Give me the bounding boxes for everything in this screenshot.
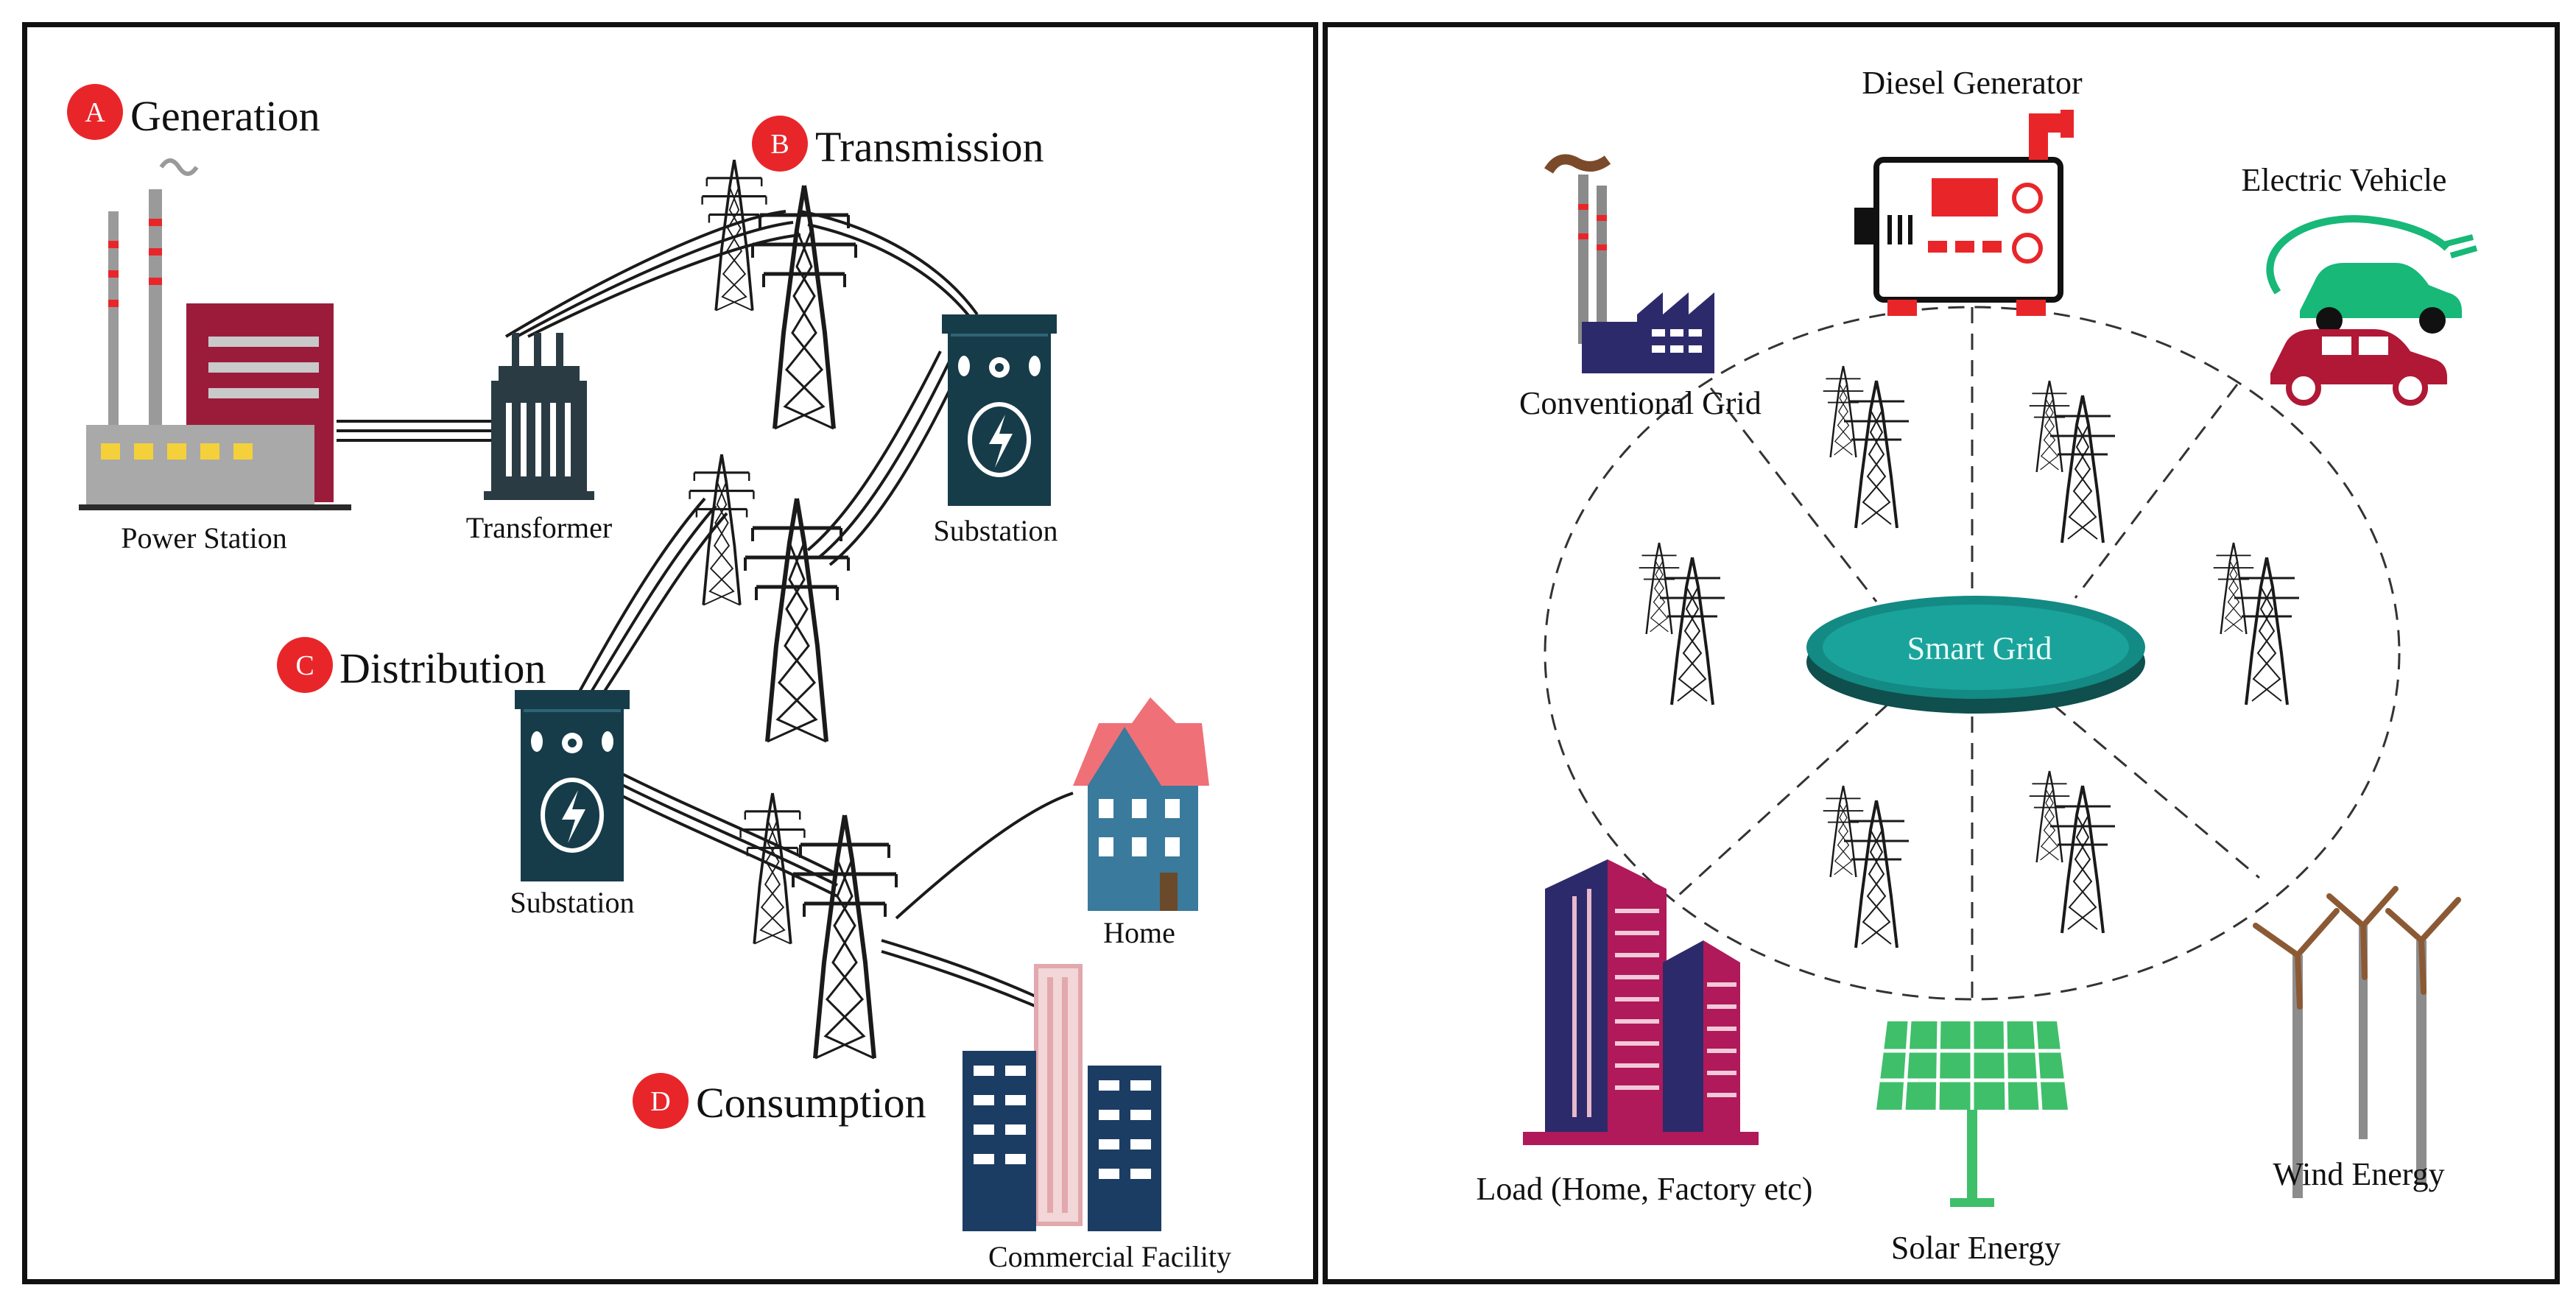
stage-distribution-label: Distribution xyxy=(339,644,546,692)
smart-grid-panel: Smart Grid Diesel Generator xyxy=(1323,22,2560,1284)
transmission-tower-icon xyxy=(745,499,848,742)
stage-transmission-label: Transmission xyxy=(815,123,1044,171)
conventional-grid-icon xyxy=(1544,154,1714,373)
smart-grid-hub xyxy=(1806,596,2145,714)
svg-text:C: C xyxy=(295,650,314,681)
stage-consumption-label: Consumption xyxy=(696,1079,926,1127)
solar-panel-icon xyxy=(1876,1021,2068,1207)
commercial-facility-icon xyxy=(963,964,1161,1231)
distribution-tower-icon xyxy=(739,792,806,946)
diesel-generator-caption: Diesel Generator xyxy=(1862,65,2083,101)
wind-turbine-icon xyxy=(2253,886,2461,1198)
smart-grid-network xyxy=(1544,306,2401,1001)
transformer-caption: Transformer xyxy=(466,511,613,544)
power-grid-flow-panel: A Generation B Transmission C Distributi… xyxy=(22,22,1318,1284)
substation-top-caption: Substation xyxy=(934,514,1058,547)
transmission-tower-icon xyxy=(688,453,756,607)
svg-text:A: A xyxy=(85,97,105,128)
load-caption: Load (Home, Factory etc) xyxy=(1477,1171,1813,1207)
substation-mid-icon xyxy=(515,690,630,881)
transmission-lines xyxy=(337,210,1074,1024)
conventional-grid-caption: Conventional Grid xyxy=(1519,385,1762,421)
grid-tower-icon xyxy=(1639,543,1725,705)
grid-tower-icon xyxy=(1823,786,1909,948)
power-station-icon xyxy=(79,158,351,510)
home-icon xyxy=(1073,697,1209,911)
grid-tower-icon xyxy=(2030,381,2115,543)
transformer-icon xyxy=(484,333,594,500)
smart-grid-drawing: Smart Grid Diesel Generator xyxy=(1477,65,2478,1266)
smart-grid-label: Smart Grid xyxy=(1907,630,2052,666)
home-caption: Home xyxy=(1103,916,1175,949)
svg-text:B: B xyxy=(770,129,789,160)
commercial-facility-caption: Commercial Facility xyxy=(988,1240,1231,1273)
stage-c-badge: C xyxy=(277,637,333,693)
stage-b-badge: B xyxy=(752,116,808,172)
diesel-generator-icon xyxy=(1854,110,2074,316)
stage-a-badge: A xyxy=(67,84,123,140)
transmission-tower-icon xyxy=(700,158,768,312)
grid-tower-icon xyxy=(2030,771,2115,933)
distribution-tower-icon xyxy=(793,815,896,1058)
stage-generation-label: Generation xyxy=(130,92,320,140)
grid-tower-icon xyxy=(1823,366,1909,528)
power-station-caption: Power Station xyxy=(121,521,287,555)
substation-top-icon xyxy=(942,314,1057,506)
electric-vehicle-caption: Electric Vehicle xyxy=(2242,162,2447,198)
solar-energy-caption: Solar Energy xyxy=(1891,1230,2061,1266)
wind-energy-caption: Wind Energy xyxy=(2273,1156,2444,1192)
electric-vehicle-icon xyxy=(2266,215,2478,406)
power-grid-flow-drawing: A Generation B Transmission C Distributi… xyxy=(67,84,1231,1273)
load-buildings-icon xyxy=(1523,859,1759,1145)
svg-text:D: D xyxy=(650,1086,670,1117)
stage-d-badge: D xyxy=(633,1073,689,1129)
substation-mid-caption: Substation xyxy=(510,886,635,919)
grid-tower-icon xyxy=(2214,543,2299,705)
